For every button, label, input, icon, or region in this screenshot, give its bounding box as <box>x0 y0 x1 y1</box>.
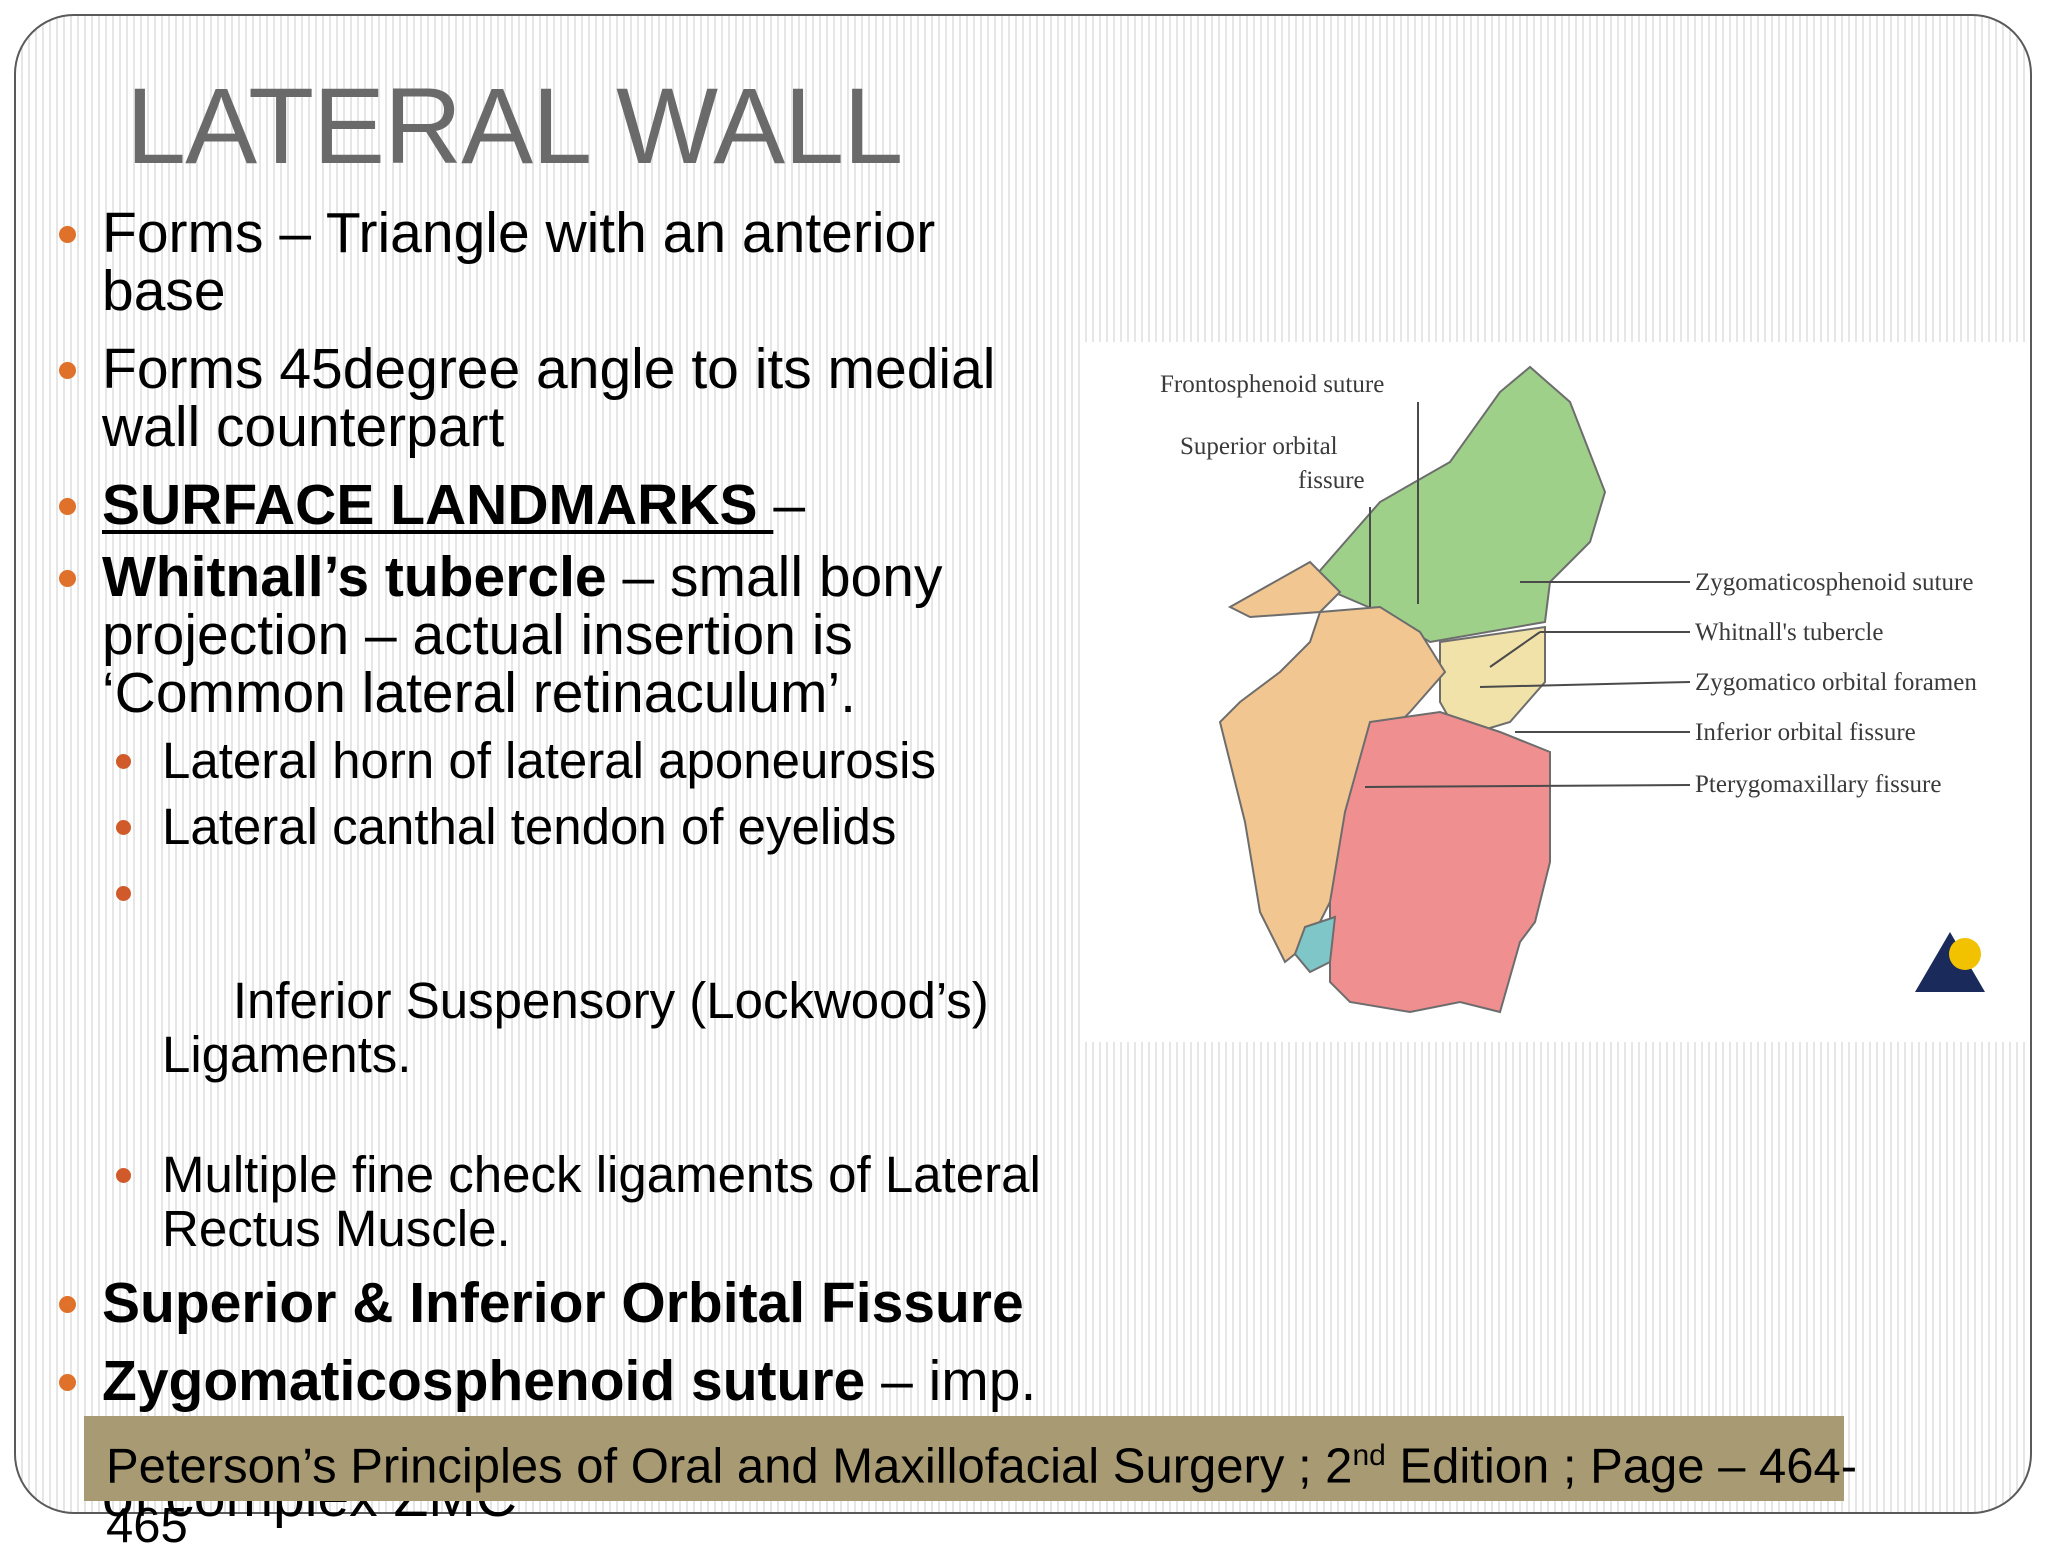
sub-bullet-item: Inferior Suspensory (Lockwood’s) Ligamen… <box>102 866 1062 1136</box>
citation-bar <box>84 1416 1844 1501</box>
sub-bullet-item: Lateral horn of lateral aponeurosis <box>102 734 1062 788</box>
sub-bullet-text: Lateral canthal tendon of eyelids <box>162 798 897 855</box>
bullet-list: Forms – Triangle with an anterior base F… <box>59 201 1062 1546</box>
orbit-lateral-wall-figure: Frontosphenoid suture Superior orbital f… <box>1080 342 2030 1042</box>
bullet-text: – small bony projection – actual inserti… <box>102 545 943 725</box>
bullet-heading: Superior & Inferior Orbital Fissure <box>102 1271 1024 1335</box>
sphenoid-strip-region <box>1227 560 1342 619</box>
bullet-dot-icon <box>59 362 76 379</box>
bullet-item: SURFACE LANDMARKS – <box>59 473 1062 537</box>
zygomatic-light-region <box>1439 625 1546 739</box>
anatomy-diagram: Frontosphenoid suture Superior orbital f… <box>1160 365 1985 1014</box>
sub-bullet-text: Inferior Suspensory (Lockwood’s) Ligamen… <box>162 972 1003 1083</box>
label-zygomatico-orbital-foramen: Zygomatico orbital foramen <box>1695 669 1977 696</box>
citation-text: Peterson’s Principles of Oral and Maxill… <box>106 1426 1866 1556</box>
bullet-dot-icon <box>59 226 76 243</box>
sub-bullet-text: Lateral horn of lateral aponeurosis <box>162 732 936 789</box>
label-zygomaticosphenoid-suture: Zygomaticosphenoid suture <box>1695 569 1973 596</box>
bullet-item: Forms 45degree angle to its medial wall … <box>59 337 1062 459</box>
bullet-dot-icon <box>116 1168 131 1183</box>
bullet-heading: Whitnall’s tubercle <box>102 545 607 609</box>
sub-bullet-item: Multiple fine check ligaments of Lateral… <box>102 1148 1062 1256</box>
label-superior-orbital: Superior orbital <box>1180 433 1338 460</box>
label-pterygomaxillary-fissure: Pterygomaxillary fissure <box>1695 771 1941 798</box>
citation-superscript: nd <box>1352 1439 1386 1472</box>
bullet-heading: SURFACE LANDMARKS <box>102 473 774 537</box>
bullet-dot-icon <box>59 1374 76 1391</box>
publisher-logo-icon <box>1915 932 1985 992</box>
bullet-dot-icon <box>116 820 131 835</box>
bullet-dot-icon <box>116 886 131 901</box>
sub-bullet-text: Multiple fine check ligaments of Lateral… <box>162 1146 1041 1257</box>
bullet-text: – <box>773 473 806 537</box>
bullet-heading: Zygomaticosphenoid suture <box>102 1349 866 1413</box>
slide-title: LATERAL WALL <box>126 65 903 186</box>
bullet-dot-icon <box>59 570 76 587</box>
citation-main: Peterson’s Principles of Oral and Maxill… <box>106 1439 1353 1494</box>
label-superior-orbital-fissure: fissure <box>1298 467 1365 494</box>
frontal-bone-region <box>1308 365 1607 644</box>
label-inferior-orbital-fissure: Inferior orbital fissure <box>1695 719 1916 746</box>
label-whitnall-tubercle: Whitnall's tubercle <box>1695 619 1883 646</box>
label-frontosphenoid-suture: Frontosphenoid suture <box>1160 371 1384 398</box>
bullet-item: Superior & Inferior Orbital Fissure <box>59 1271 1062 1335</box>
bullet-text: Forms 45degree angle to its medial wall … <box>102 337 996 459</box>
bullet-dot-icon <box>59 1296 76 1313</box>
bullet-dot-icon <box>59 498 76 515</box>
palatine-region <box>1293 915 1337 974</box>
maxilla-region <box>1329 710 1551 1014</box>
bullet-item: Forms – Triangle with an anterior base <box>59 201 1062 323</box>
citation-tail: Edition ; Page – 464- 465 <box>106 1439 1858 1554</box>
bullet-text: Forms – Triangle with an anterior base <box>102 201 936 323</box>
bullet-dot-icon <box>116 754 131 769</box>
bullet-item: Whitnall’s tubercle – small bony project… <box>59 545 1062 725</box>
sub-bullet-item: Lateral canthal tendon of eyelids <box>102 800 1062 854</box>
